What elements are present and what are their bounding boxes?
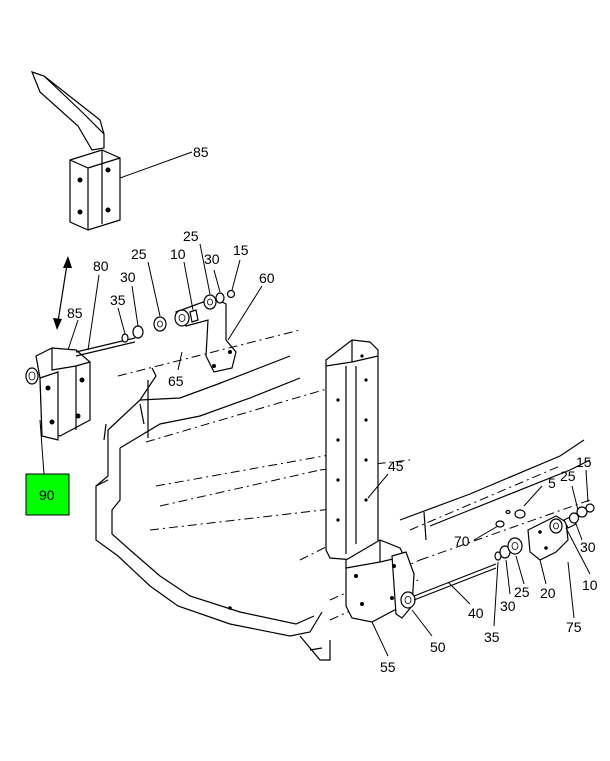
explode-arrow: [53, 256, 72, 330]
callout-label: 35: [110, 292, 126, 308]
callout-label: 85: [193, 144, 209, 160]
hardware-right: [494, 503, 595, 561]
callout-label: 5: [548, 475, 556, 491]
callout-label: 75: [566, 619, 582, 635]
callout-label: 45: [388, 458, 404, 474]
callout-label: 90: [39, 487, 55, 503]
callout-labels: 85 80 85 35 30 25 10 25 30 15 60 65 90 4…: [39, 144, 598, 675]
callout-label: 55: [380, 659, 396, 675]
callout-label: 85: [67, 305, 83, 321]
hardware-upper: [121, 289, 237, 373]
callout-label: 25: [514, 584, 530, 600]
leaders-upper: [39, 243, 263, 475]
callout-label: 25: [560, 468, 576, 484]
callout-label: 40: [468, 605, 484, 621]
callout-label: 25: [183, 228, 199, 244]
callout-label: 30: [204, 251, 220, 267]
callout-label: 35: [484, 629, 500, 645]
callout-label: 20: [540, 585, 556, 601]
lower-bracket-assembly: [345, 539, 497, 623]
callout-label: 10: [582, 577, 598, 593]
callout-label: 65: [168, 373, 184, 389]
callout-label: 15: [576, 454, 592, 470]
leaders-lower: [367, 469, 591, 657]
callout-label: 10: [170, 246, 186, 262]
cross-member: [399, 439, 591, 541]
highlight-box-90[interactable]: [25, 473, 70, 516]
phantom-lines: [117, 329, 591, 621]
left-bracket-assembly: [25, 337, 136, 441]
upper-bracket-85: [30, 71, 121, 231]
callout-label: 60: [259, 270, 275, 286]
callout-label: 30: [500, 598, 516, 614]
callout-label: 80: [93, 258, 109, 274]
callout-label: 70: [454, 533, 470, 549]
callout-label: 30: [120, 269, 136, 285]
bumper-bar: [95, 355, 323, 637]
callout-label: 50: [430, 639, 446, 655]
callout-label: 15: [233, 242, 249, 258]
callout-label: 30: [580, 539, 596, 555]
callout-label: 25: [131, 246, 147, 262]
